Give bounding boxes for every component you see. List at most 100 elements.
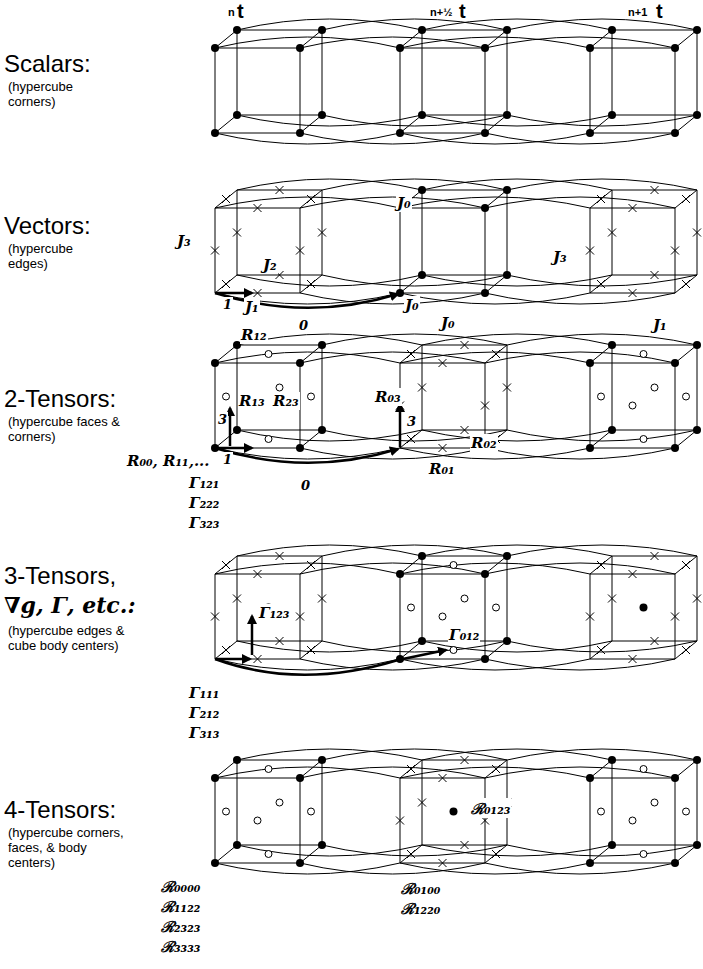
corner-dot xyxy=(211,359,219,367)
cube-edge xyxy=(215,48,216,133)
corner-dot xyxy=(608,756,616,764)
cube-edge xyxy=(215,641,237,659)
corner-dot xyxy=(503,26,511,34)
edge-cross xyxy=(254,655,262,663)
cube-edge xyxy=(590,30,612,48)
time-arc xyxy=(485,293,675,304)
basis-arrow xyxy=(251,616,254,655)
edge-cross xyxy=(597,195,605,203)
cube-edge xyxy=(422,190,423,275)
time-arc xyxy=(422,275,612,286)
time-arc xyxy=(507,749,697,760)
corner-dot xyxy=(693,756,701,764)
corner-dot xyxy=(418,552,426,560)
time-arc xyxy=(485,448,675,459)
time-arc xyxy=(400,197,590,208)
cube-edge xyxy=(400,659,485,660)
time-arc xyxy=(507,545,697,556)
corner-dot xyxy=(318,426,326,434)
time-arc xyxy=(485,863,675,874)
time-arc xyxy=(422,115,612,126)
edge-cross xyxy=(439,444,447,452)
cube-edge xyxy=(590,363,675,364)
corner-dot xyxy=(481,289,489,297)
corner-dot xyxy=(608,341,616,349)
time-arc xyxy=(400,659,590,670)
cube-edge xyxy=(507,30,508,115)
edge-cross xyxy=(682,646,690,654)
component-label: J₁ xyxy=(244,298,260,316)
edge-cross xyxy=(222,646,230,654)
cube-edge xyxy=(215,363,300,364)
cube-edge xyxy=(215,115,237,133)
edge-cross xyxy=(586,613,594,621)
time-arc xyxy=(507,179,697,190)
row-caption: (hypercube corners) xyxy=(8,80,103,110)
corner-dot xyxy=(233,111,241,119)
edge-cross xyxy=(651,637,659,645)
corner-dot xyxy=(671,774,679,782)
cube-edge xyxy=(697,345,698,430)
edge-cross xyxy=(671,247,679,255)
corner-dot xyxy=(693,426,701,434)
time-arc xyxy=(400,133,590,144)
corner-dot xyxy=(586,44,594,52)
face-circle xyxy=(629,402,636,409)
corner-dot xyxy=(608,841,616,849)
time-arc xyxy=(422,430,612,441)
corner-dot xyxy=(640,604,648,612)
corner-dot xyxy=(671,359,679,367)
face-circle xyxy=(223,808,230,815)
cube-edge xyxy=(697,30,698,115)
edge-cross xyxy=(682,280,690,288)
edge-cross xyxy=(671,613,679,621)
edge-cross xyxy=(222,195,230,203)
cube-edge xyxy=(237,345,238,430)
edge-cross xyxy=(597,646,605,654)
time-arc xyxy=(507,334,697,345)
time-arc xyxy=(485,659,675,670)
cube-edge xyxy=(215,275,237,293)
face-circle xyxy=(450,562,457,569)
corner-dot xyxy=(211,129,219,137)
cube-edge xyxy=(675,345,697,363)
cube-edge xyxy=(237,430,322,431)
cube-edge xyxy=(675,556,697,574)
edge-cross xyxy=(407,765,415,773)
component-label: ℛ₀₁₀₀ xyxy=(400,878,441,898)
corner-dot xyxy=(318,756,326,764)
cube-edge xyxy=(612,845,697,846)
face-circle xyxy=(598,808,605,815)
edge-cross xyxy=(276,186,284,194)
face-circle xyxy=(276,799,283,806)
cube-edge xyxy=(422,30,423,115)
face-circle xyxy=(308,393,315,400)
edge-cross xyxy=(418,799,426,807)
edge-cross xyxy=(492,850,500,858)
component-label: R₀₁ xyxy=(428,460,456,478)
edge-cross xyxy=(629,289,637,297)
corner-dot xyxy=(396,129,404,137)
component-label: 1 xyxy=(222,297,233,312)
edge-cross xyxy=(276,637,284,645)
edge-cross xyxy=(597,280,605,288)
face-circle xyxy=(265,766,272,773)
basis-arrow xyxy=(215,650,446,675)
edge-cross xyxy=(492,765,500,773)
cube-edge xyxy=(675,190,697,208)
corner-dot xyxy=(481,129,489,137)
corner-dot xyxy=(396,44,404,52)
time-arc xyxy=(485,133,675,144)
corner-dot xyxy=(503,186,511,194)
cube-edge xyxy=(697,760,698,845)
cube-edge xyxy=(590,345,612,363)
row-heading: ∇g, Γ, etc.: xyxy=(4,592,136,618)
cube-edge xyxy=(400,48,485,49)
corner-dot xyxy=(396,570,404,578)
cube-edge xyxy=(237,115,322,116)
corner-dot xyxy=(211,774,219,782)
corner-dot xyxy=(211,859,219,867)
edge-cross xyxy=(693,595,701,603)
component-label: J₃ xyxy=(552,248,568,266)
